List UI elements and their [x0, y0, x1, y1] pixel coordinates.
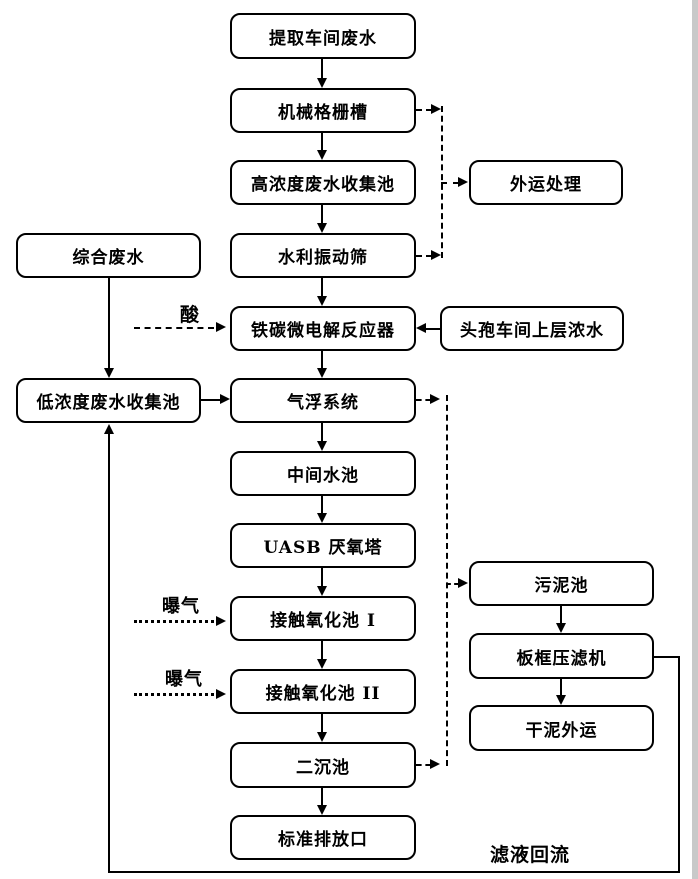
node-secondary-sedimentation-tank: 二沉池	[230, 742, 416, 788]
edge-sedimentation-to-outlet-line	[321, 788, 323, 806]
edge-sludge-to-press-line	[560, 606, 562, 624]
node-high-concentration-collection-tank: 高浓度废水收集池	[230, 160, 416, 205]
edge-lowtank-to-flotation-line	[201, 399, 221, 401]
node-cephalosporin-workshop-upper-concentrate: 头孢车间上层浓水	[440, 306, 624, 351]
edge-aeration2-dotted	[134, 693, 214, 696]
edge-filtrate-return-left-vline	[108, 433, 110, 872]
node-mechanical-bar-screen: 机械格栅槽	[230, 88, 416, 133]
node-contact-oxidation-tank-2: 接触氧化池 II	[230, 669, 416, 714]
node-uasb-anaerobic-tower: UASB 厌氧塔	[230, 523, 416, 568]
edge-collector-to-sludgetank-hdash	[446, 583, 459, 585]
page-edge-shading	[692, 0, 698, 879]
edge-filtrate-return-bottom-hline	[108, 871, 680, 873]
edge-filtrate-return-stub	[654, 656, 679, 658]
edge-aeration1-dotted	[134, 620, 214, 623]
edge-aeration1-arrowhead	[216, 616, 226, 626]
edge-collector-to-offsite-hdash	[441, 182, 459, 184]
acid-label: 酸	[180, 304, 201, 326]
edge-barscreen-to-offsite-hdash	[416, 109, 432, 111]
edge-uasb-to-oxidation1-arrowhead	[317, 586, 327, 596]
edge-oxidation1-to-oxidation2-line	[321, 641, 323, 660]
node-hydraulic-vibrating-screen: 水利振动筛	[230, 233, 416, 278]
edge-sedimentation-to-sludge-arrowhead	[430, 759, 440, 769]
node-iron-carbon-micro-electrolysis-reactor: 铁碳微电解反应器	[230, 306, 416, 351]
edge-screen-to-collect-arrowhead	[317, 150, 327, 160]
edge-extract-to-screen-line	[321, 59, 323, 79]
edge-cephalosporin-to-reactor-arrowhead	[416, 323, 426, 333]
edge-acid-hdash	[134, 327, 214, 329]
node-plate-frame-filter-press: 板框压滤机	[469, 633, 654, 679]
edge-sludge-collector-vdash	[446, 395, 448, 766]
edge-reactor-to-flotation-line	[321, 351, 323, 369]
edge-intermediate-to-uasb-line	[321, 496, 323, 514]
edge-vibrate-to-reactor-arrowhead	[317, 296, 327, 306]
edge-collector-to-sludgetank-arrowhead	[458, 578, 468, 588]
edge-lowtank-to-flotation-arrowhead	[220, 394, 230, 404]
node-sludge-tank: 污泥池	[469, 561, 654, 606]
edge-vibrate-to-offsite-arrowhead	[431, 250, 441, 260]
edge-acid-arrowhead	[216, 322, 226, 332]
edge-screen-to-collect-line	[321, 133, 323, 151]
node-air-flotation-system: 气浮系统	[230, 378, 416, 423]
edge-oxidation2-to-sedimentation-line	[321, 714, 323, 733]
edge-reactor-to-flotation-arrowhead	[317, 368, 327, 378]
edge-oxidation1-to-oxidation2-arrowhead	[317, 659, 327, 669]
edge-comprehensive-to-lowtank-arrowhead	[104, 368, 114, 378]
edge-sedimentation-to-outlet-arrowhead	[317, 805, 327, 815]
edge-sedimentation-to-sludge-hdash	[416, 764, 431, 766]
edge-uasb-to-oxidation1-line	[321, 568, 323, 587]
edge-vibrate-to-offsite-hdash	[416, 255, 432, 257]
edge-vibrate-to-reactor-line	[321, 278, 323, 297]
node-standard-discharge-outlet: 标准排放口	[230, 815, 416, 860]
edge-barscreen-to-offsite-arrowhead	[431, 104, 441, 114]
edge-flotation-to-sludge-hdash	[416, 399, 431, 401]
edge-collect-to-vibrate-line	[321, 205, 323, 224]
node-contact-oxidation-tank-1: 接触氧化池 I	[230, 596, 416, 641]
edge-aeration2-arrowhead	[216, 689, 226, 699]
edge-collector-to-offsite-arrowhead	[458, 177, 468, 187]
aeration1-label: 曝气	[162, 596, 200, 617]
edge-flotation-to-intermediate-line	[321, 423, 323, 442]
node-extraction-workshop-wastewater: 提取车间废水	[230, 13, 416, 59]
edge-intermediate-to-uasb-arrowhead	[317, 513, 327, 523]
edge-flotation-to-intermediate-arrowhead	[317, 441, 327, 451]
edge-sludge-to-press-arrowhead	[556, 623, 566, 633]
edge-filtrate-return-right-vline	[678, 656, 680, 872]
node-intermediate-water-tank: 中间水池	[230, 451, 416, 496]
node-dry-sludge-offsite: 干泥外运	[469, 705, 654, 751]
edge-cephalosporin-to-reactor-line	[425, 328, 440, 330]
edge-oxidation2-to-sedimentation-arrowhead	[317, 732, 327, 742]
edge-press-to-drysludge-arrowhead	[556, 695, 566, 705]
edge-collect-to-vibrate-arrowhead	[317, 223, 327, 233]
edge-flotation-to-sludge-arrowhead	[430, 394, 440, 404]
edge-filtrate-return-arrowhead	[104, 424, 114, 434]
node-offsite-treatment: 外运处理	[469, 160, 623, 205]
aeration2-label: 曝气	[165, 669, 203, 690]
node-low-concentration-collection-tank: 低浓度废水收集池	[16, 378, 201, 423]
edge-extract-to-screen-arrowhead	[317, 78, 327, 88]
node-comprehensive-wastewater: 综合废水	[16, 233, 201, 278]
edge-press-to-drysludge-line	[560, 679, 562, 696]
edge-comprehensive-to-lowtank-line	[108, 278, 110, 369]
filtrate-return-label: 滤液回流	[490, 844, 571, 866]
